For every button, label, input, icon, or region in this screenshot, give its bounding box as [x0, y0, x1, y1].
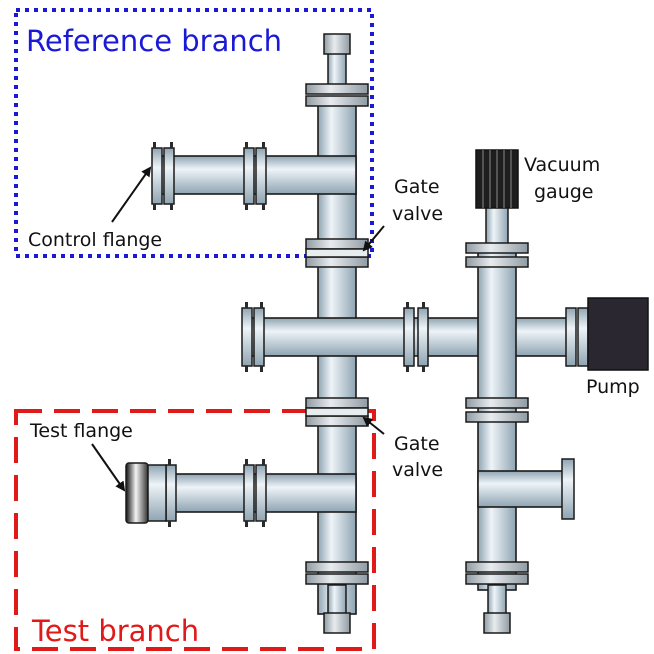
right-side-arm-pipe: [477, 470, 569, 508]
right-bottom-cap: [483, 612, 511, 634]
test-branch-box: [14, 409, 376, 651]
reference-branch-box: [14, 8, 374, 258]
gate-valve-top-label-line2: valve: [392, 203, 443, 225]
vacuum-gauge: [475, 149, 519, 209]
gate-valve-bottom-label-line2: valve: [392, 459, 443, 481]
bottom-cap: [323, 612, 351, 634]
flange-bolts: [153, 142, 425, 527]
test-branch-label: Test branch: [31, 614, 199, 648]
gate-valve-bottom-label-line1: Gate: [394, 433, 440, 455]
gate-valve-top-label-line1: Gate: [394, 176, 440, 198]
bottom-cap-stub: [327, 584, 347, 616]
control-flange-arrow: [111, 166, 152, 223]
test-flange-label: Test flange: [29, 420, 133, 442]
gate-valve-bottom-arrow: [362, 416, 385, 435]
reference-branch-label: Reference branch: [26, 24, 282, 58]
pump-label: Pump: [586, 376, 640, 398]
test-flange-blank: [125, 462, 149, 524]
flange-group-horizontal: [305, 83, 529, 585]
gauge-stub: [485, 204, 509, 246]
top-cap: [323, 33, 351, 55]
gate-valve-top-arrow: [362, 225, 385, 252]
right-bottom-stub: [487, 584, 507, 618]
test-flange-ring: [147, 464, 167, 522]
vacuum-gauge-label-line1: Vacuum: [524, 154, 600, 176]
control-flange-label: Control flange: [28, 229, 162, 251]
vacuum-gauge-label-line2: gauge: [534, 181, 594, 203]
test-flange-arrow: [91, 443, 126, 492]
pump-body: [587, 297, 649, 371]
